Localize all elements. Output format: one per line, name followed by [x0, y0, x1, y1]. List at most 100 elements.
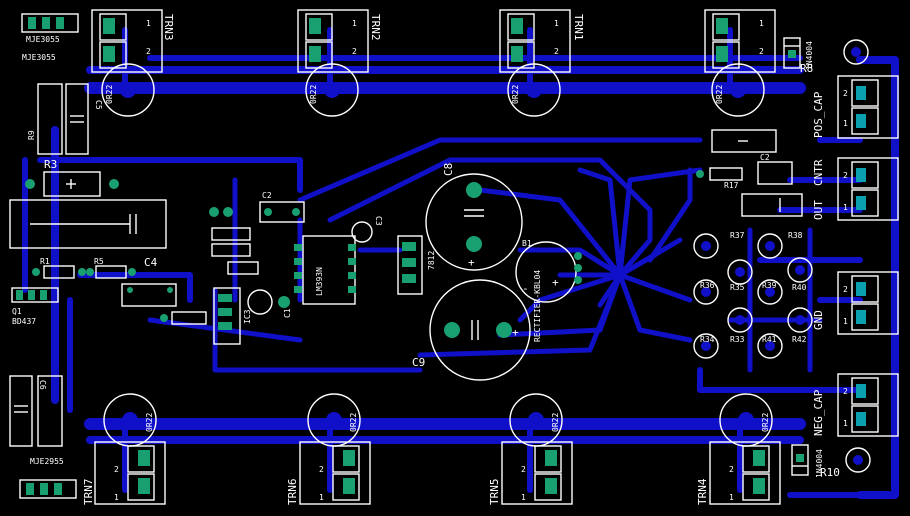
d2-label: 1N4004: [815, 449, 824, 478]
terminal-neg-cap: 2 1 NEG_CAP: [812, 373, 899, 437]
trn1-label: TRN1: [572, 14, 585, 41]
q1-value: BD437: [12, 317, 36, 326]
terminal-block-trn5: 2 1 TRN5: [488, 441, 573, 505]
capacitor-c8: C8 +: [425, 163, 523, 271]
r22-top-2: 0R22: [309, 85, 318, 104]
r39-label: R39: [762, 281, 777, 290]
u3-label: IC3: [243, 309, 252, 324]
c6-label: C6: [38, 380, 47, 390]
terminal-block-trn3: 1 2 TRN3: [91, 9, 175, 73]
pos-cap-pin2: 2: [843, 89, 848, 98]
diode-d2: 1N4004 R10: [791, 444, 871, 479]
terminal-block-trn7: 2 1 TRN7: [82, 441, 166, 506]
c8-plus: +: [468, 256, 475, 269]
resistor-r5: R5: [86, 257, 136, 279]
r9-label: R9: [27, 130, 36, 140]
terminal-block-trn-top-right: 1 2: [704, 9, 776, 73]
r37-label: R37: [730, 231, 745, 240]
trn-top-right-pin1: 1: [759, 19, 764, 28]
capacitor-c3-small: C3: [351, 216, 383, 243]
capacitor-c9: C9 +: [412, 279, 531, 381]
trn7-pin2: 2: [114, 465, 119, 474]
c9-label: C9: [412, 356, 425, 369]
resistor-cluster-left: [121, 207, 259, 325]
c3-label: C3: [374, 216, 383, 226]
trn2-label: TRN2: [369, 14, 382, 41]
trn4-pin2: 2: [729, 465, 734, 474]
r33-label: R33: [730, 335, 745, 344]
c5-label: C5: [94, 100, 103, 110]
trn3-label: TRN3: [162, 14, 175, 41]
bridge-label: RECTIFIER-KBL04: [533, 270, 542, 342]
r3-label: R3: [44, 158, 57, 171]
transistor-q1: Q1 BD437: [11, 287, 59, 326]
c2-label: C2: [262, 191, 272, 200]
r40-label: R40: [792, 283, 807, 292]
cntr-pin2: 2: [843, 171, 848, 180]
terminal-block-trn6: 2 1 TRN6: [286, 441, 371, 506]
trn6-pin2: 2: [319, 465, 324, 474]
capacitor-c6: C6: [9, 375, 47, 447]
pos-cap-label: POS_CAP: [812, 91, 825, 138]
power-resistors-top: 0R22 0R22 0R22 0R22: [101, 63, 765, 117]
terminal-gnd: 2 1 GND: [812, 271, 899, 335]
resistor-r1: R1: [32, 257, 86, 279]
cntr-pin1: 1: [843, 203, 848, 212]
c2-right-label: C2: [760, 153, 770, 162]
r10-label: R10: [820, 466, 840, 479]
u1-label: LM393N: [315, 267, 324, 296]
resistor-r8-left: [37, 375, 63, 447]
gnd-pin1: 1: [843, 317, 848, 326]
r41-label: R41: [762, 335, 777, 344]
r5-label: R5: [94, 257, 104, 266]
r35-label: R35: [730, 283, 745, 292]
trn4-pin1: 1: [729, 493, 734, 502]
trn5-pin2: 2: [521, 465, 526, 474]
trn6-label: TRN6: [286, 479, 299, 506]
c8-label: C8: [442, 163, 455, 176]
q1-label: Q1: [12, 307, 22, 316]
power-resistors-bottom: 0R22 0R22 0R22 0R22: [103, 393, 773, 447]
b1-plus: +: [552, 276, 559, 289]
neg-cap-pin1: 1: [843, 419, 848, 428]
capacitor-c2: C2: [259, 191, 305, 223]
ic-u1: LM393N: [294, 235, 356, 305]
c1-label: C1: [283, 308, 292, 318]
q3-value: MJE3055: [22, 53, 56, 62]
trn4-label: TRN4: [696, 478, 709, 505]
b1-minus: -: [522, 282, 529, 295]
capacitor-c1: C1: [247, 289, 292, 318]
diode-d1: 1N4004 R8: [783, 37, 869, 75]
r8-label: R8: [800, 62, 813, 75]
copper-layer: [22, 27, 899, 499]
c4-label: C4: [144, 256, 158, 269]
terminal-block-trn2: 1 2 TRN2: [297, 9, 382, 73]
capacitor-c5: C5: [65, 83, 103, 155]
out-label: OUT: [812, 200, 825, 220]
neg-cap-pin2: 2: [843, 387, 848, 396]
transistor-q3: MJE3055 MJE3055: [21, 13, 79, 62]
d1-label: 1N4004: [805, 41, 814, 70]
trn3-pin1: 1: [146, 19, 151, 28]
terminal-block-trn4: 2 1 TRN4: [696, 441, 781, 505]
r38-label: R38: [788, 231, 803, 240]
trn7-label: TRN7: [82, 479, 95, 506]
q4-label: MJE2955: [30, 457, 64, 466]
terminal-block-trn1: 1 2 TRN1: [499, 9, 585, 73]
pos-cap-pin1: 1: [843, 119, 848, 128]
trn1-pin2: 2: [554, 47, 559, 56]
r36-label: R36: [700, 281, 715, 290]
trn5-pin1: 1: [521, 493, 526, 502]
bridge-b1: B1 RECTIFIER-KBL04 - +: [515, 239, 582, 342]
terminal-cntr-out: 2 1 CNTR OUT: [812, 157, 899, 221]
resistor-r17: R17 C2: [696, 129, 803, 217]
r22-bot-4: 0R22: [761, 413, 770, 432]
r22-bot-1: 0R22: [145, 413, 154, 432]
trn2-pin2: 2: [352, 47, 357, 56]
trn-top-right-pin2: 2: [759, 47, 764, 56]
capacitor-c4: C4: [9, 199, 167, 269]
u2-label: 7812: [427, 251, 436, 270]
r42-label: R42: [792, 335, 807, 344]
